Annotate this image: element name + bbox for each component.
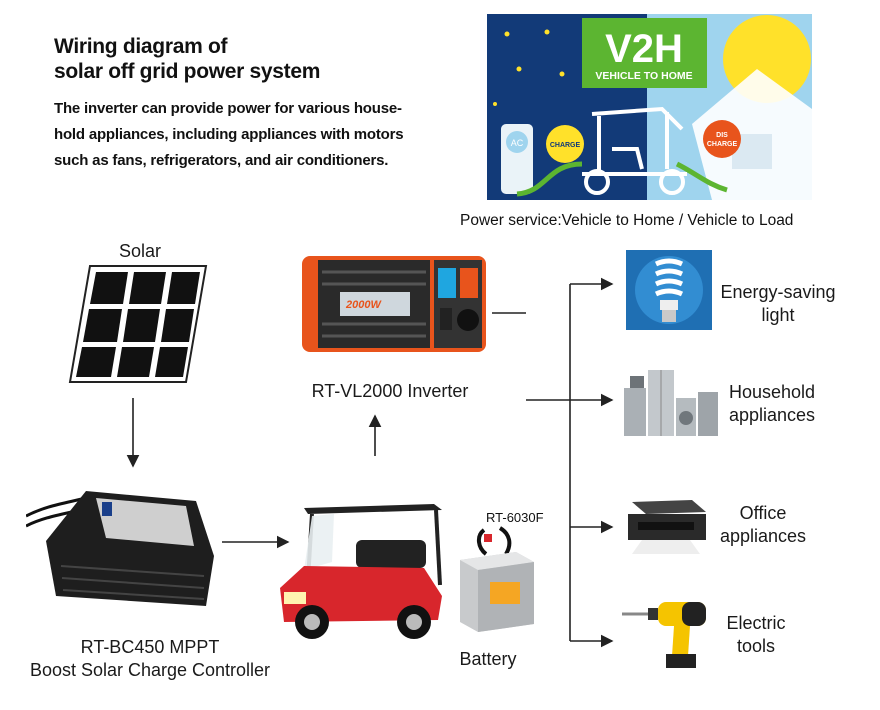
v2h-sub-text: VEHICLE TO HOME <box>595 70 692 82</box>
discharge-badge-text-2: CHARGE <box>707 141 738 148</box>
desc-line-3: such as fans, refrigerators, and air con… <box>54 152 389 169</box>
diagram-title: Wiring diagram of solar off grid power s… <box>54 34 320 84</box>
load-label-household-line-2: appliances <box>728 405 816 425</box>
load-label-office-line-1: Office <box>739 503 787 523</box>
electric-drill-icon <box>622 602 706 668</box>
battery-label: Battery <box>459 649 517 669</box>
battery-image <box>460 526 534 632</box>
load-label-household: Household appliances <box>716 381 828 427</box>
controller-label-line-1: RT-BC450 MPPT <box>80 637 220 657</box>
v2h-caption: Power service:Vehicle to Home / Vehicle … <box>460 212 794 229</box>
household-appliances-icon <box>624 370 718 436</box>
title-line-1: Wiring diagram of <box>54 35 228 58</box>
load-label-tools-line-2: tools <box>736 636 776 656</box>
load-label-tools: Electric tools <box>716 612 796 658</box>
charge-badge-text: CHARGE <box>550 142 581 149</box>
v2h-big-text: V2H <box>605 27 683 71</box>
load-label-tools-line-1: Electric <box>726 613 786 633</box>
charge-controller-image <box>26 491 214 606</box>
inverter-screen-text: 2000W <box>345 299 382 311</box>
desc-line-1: The inverter can provide power for vario… <box>54 100 402 117</box>
desc-line-2: hold appliances, including appliances wi… <box>54 126 404 143</box>
v2h-banner: V2H VEHICLE TO HOME AC CHARGE DIS CHARGE <box>487 14 812 200</box>
inverter-device-image: 2000W <box>302 256 486 352</box>
load-label-office-line-2: appliances <box>719 526 807 546</box>
load-label-office: Office appliances <box>716 502 810 548</box>
load-label-light-line-2: light <box>761 305 795 325</box>
energy-saving-bulb-icon <box>626 250 712 330</box>
ac-text: AC <box>511 138 524 148</box>
battery-tag: RT-6030F <box>486 510 544 525</box>
discharge-badge-text-1: DIS <box>716 132 728 139</box>
solar-panel-icon <box>68 265 208 383</box>
printer-icon <box>628 500 706 554</box>
inverter-label: RT-VL2000 Inverter <box>311 381 469 401</box>
solar-label: Solar <box>118 241 162 261</box>
controller-label-line-2: Boost Solar Charge Controller <box>29 660 271 680</box>
electric-vehicle-image <box>280 504 442 639</box>
load-label-light: Energy-saving light <box>716 281 840 327</box>
load-label-household-line-1: Household <box>728 382 816 402</box>
title-line-2: solar off grid power system <box>54 60 321 83</box>
diagram-description: The inverter can provide power for vario… <box>54 96 434 174</box>
golf-cart-icon <box>582 106 687 176</box>
controller-label: RT-BC450 MPPT Boost Solar Charge Control… <box>20 636 280 682</box>
load-label-light-line-1: Energy-saving <box>720 282 836 302</box>
